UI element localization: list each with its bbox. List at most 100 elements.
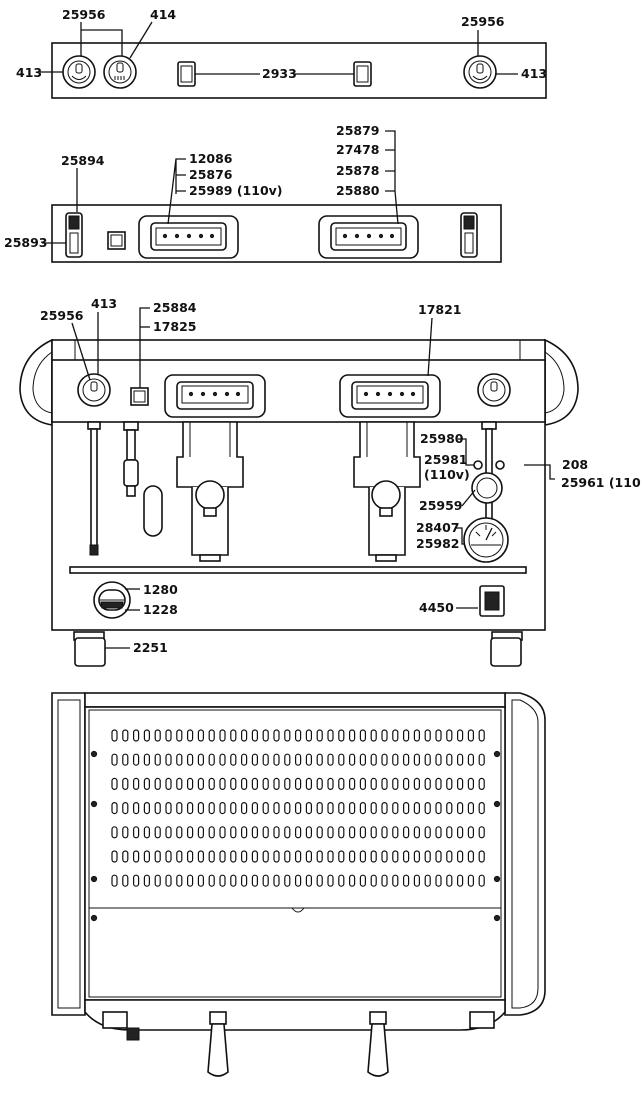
vent-slot <box>381 729 388 742</box>
label-25876: 25876 <box>189 167 233 182</box>
vent-slot <box>457 753 464 766</box>
vent-slot <box>230 753 237 766</box>
vent-slot <box>413 850 420 863</box>
vent-slot <box>208 850 215 863</box>
vent-slot <box>381 874 388 887</box>
vent-slot <box>327 729 334 742</box>
vent-slot <box>413 801 420 815</box>
vent-slot <box>262 801 269 815</box>
vent-slot <box>338 801 345 815</box>
label-12086: 12086 <box>189 151 233 166</box>
vent-slot <box>370 729 377 742</box>
vent-slot <box>251 801 258 815</box>
vent-slot <box>370 753 377 766</box>
vent-slot <box>197 874 204 887</box>
vent-slot <box>284 753 291 766</box>
vent-slot <box>446 801 453 815</box>
vent-slot <box>262 729 269 742</box>
label-1280: 1280 <box>143 582 178 597</box>
label-1228: 1228 <box>143 602 178 617</box>
vent-slot <box>478 801 485 815</box>
vent-slot <box>359 826 366 839</box>
vent-slot <box>467 801 474 815</box>
vent-slot <box>122 801 129 815</box>
vent-slot <box>478 729 485 742</box>
vent-slot <box>251 729 258 742</box>
vent-slot <box>305 826 312 839</box>
vent-slot <box>219 729 226 742</box>
vent-slot <box>392 826 399 839</box>
vent-slot <box>338 874 345 887</box>
vent-slot <box>208 753 215 766</box>
vent-slot <box>381 777 388 791</box>
vent-slot <box>154 753 161 766</box>
vent-slot <box>424 729 431 742</box>
vent-slot <box>176 753 183 766</box>
vent-slot <box>143 729 150 742</box>
label-25961: 25961 (110v) <box>561 475 641 490</box>
vent-slot <box>284 874 291 887</box>
vent-slot <box>392 777 399 791</box>
label-25956-a: 25956 <box>62 7 106 22</box>
vent-slot <box>143 777 150 791</box>
vent-slot <box>349 801 356 815</box>
vent-slot <box>230 729 237 742</box>
vent-slot <box>424 874 431 887</box>
vent-slot <box>284 826 291 839</box>
vent-slot <box>251 850 258 863</box>
vent-slot <box>370 777 377 791</box>
vent-slot <box>370 874 377 887</box>
label-25956-b: 25956 <box>461 14 505 29</box>
machine-back <box>51 692 546 1077</box>
vent-slot <box>262 826 269 839</box>
vent-slot <box>359 729 366 742</box>
vent-slot <box>327 826 334 839</box>
vent-slot <box>176 826 183 839</box>
vent-slot <box>111 777 118 791</box>
vent-slot <box>273 777 280 791</box>
vent-slot <box>111 826 118 839</box>
vent-slot <box>403 801 410 815</box>
vent-slot <box>338 729 345 742</box>
vent-slot <box>370 826 377 839</box>
label-25956-c: 25956 <box>40 308 84 323</box>
vent-slot <box>392 850 399 863</box>
vent-slot <box>457 729 464 742</box>
vent-slot <box>349 826 356 839</box>
vent-slot <box>338 850 345 863</box>
label-208: 208 <box>562 457 588 472</box>
vent-slot <box>295 777 302 791</box>
label-413-b: 413 <box>521 66 547 81</box>
vent-slot <box>435 801 442 815</box>
label-25893: 25893 <box>4 235 48 250</box>
vent-slot <box>338 777 345 791</box>
vent-slot <box>467 729 474 742</box>
vent-slot <box>392 729 399 742</box>
vent-slot <box>208 874 215 887</box>
vent-slot <box>165 826 172 839</box>
vent-slot <box>305 729 312 742</box>
vent-slot <box>251 826 258 839</box>
vent-slot <box>165 729 172 742</box>
vent-slot <box>403 777 410 791</box>
vent-slot <box>305 801 312 815</box>
vent-slot <box>381 850 388 863</box>
vent-slot <box>305 850 312 863</box>
vent-slot <box>327 850 334 863</box>
vent-slot <box>478 777 485 791</box>
vent-slot <box>338 753 345 766</box>
vent-slot <box>284 777 291 791</box>
vent-slot <box>111 801 118 815</box>
vent-slot <box>359 874 366 887</box>
vent-slot <box>478 874 485 887</box>
vent-slot <box>349 753 356 766</box>
vent-slot <box>241 826 248 839</box>
vent-slot <box>316 826 323 839</box>
vent-slot <box>187 850 194 863</box>
vent-slot <box>457 777 464 791</box>
vent-slot <box>165 801 172 815</box>
label-25989: 25989 (110v) <box>189 183 283 198</box>
vent-slot <box>230 777 237 791</box>
vent-slot <box>349 850 356 863</box>
